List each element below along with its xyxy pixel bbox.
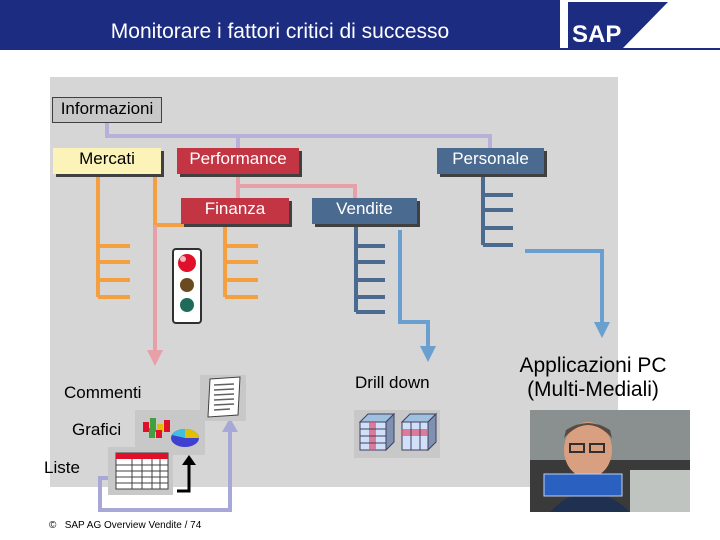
- table-icon: [108, 447, 173, 495]
- vendite-list: [354, 224, 385, 314]
- finanza-list: [223, 224, 258, 299]
- connector-root: [105, 123, 492, 148]
- label-applicazioni-pc: Applicazioni PC (Multi-Mediali): [519, 354, 667, 401]
- document-icon: [200, 375, 246, 421]
- person-photo: [530, 410, 690, 512]
- header-band: [0, 0, 560, 48]
- arrow-icon: [177, 455, 196, 493]
- label-drill-down: Drill down: [355, 373, 430, 392]
- mercati-list: [96, 174, 130, 299]
- header-divider: [0, 48, 720, 50]
- traffic-light-icon: [172, 248, 202, 324]
- label-commenti: Commenti: [64, 383, 142, 402]
- drill-down-table-icon: [354, 410, 440, 458]
- sap-logo-text: SAP: [572, 21, 621, 48]
- copyright-icon: ©: [49, 520, 57, 531]
- box-vendite: Vendite: [312, 198, 417, 224]
- footer: © SAP AG Overview Vendite / 74: [49, 519, 201, 533]
- box-informazioni: Informazioni: [52, 97, 162, 123]
- personale-list: [481, 174, 513, 247]
- box-performance: Performance: [177, 148, 299, 174]
- page-title: Monitorare i fattori critici di successo: [110, 20, 450, 43]
- sap-logo: SAP: [568, 2, 668, 48]
- footer-text: SAP AG Overview Vendite / 74: [64, 520, 202, 531]
- label-liste: Liste: [44, 458, 80, 477]
- box-personale: Personale: [437, 148, 544, 174]
- label-grafici: Grafici: [72, 420, 122, 439]
- box-finanza: Finanza: [181, 198, 289, 224]
- box-mercati: Mercati: [53, 148, 161, 174]
